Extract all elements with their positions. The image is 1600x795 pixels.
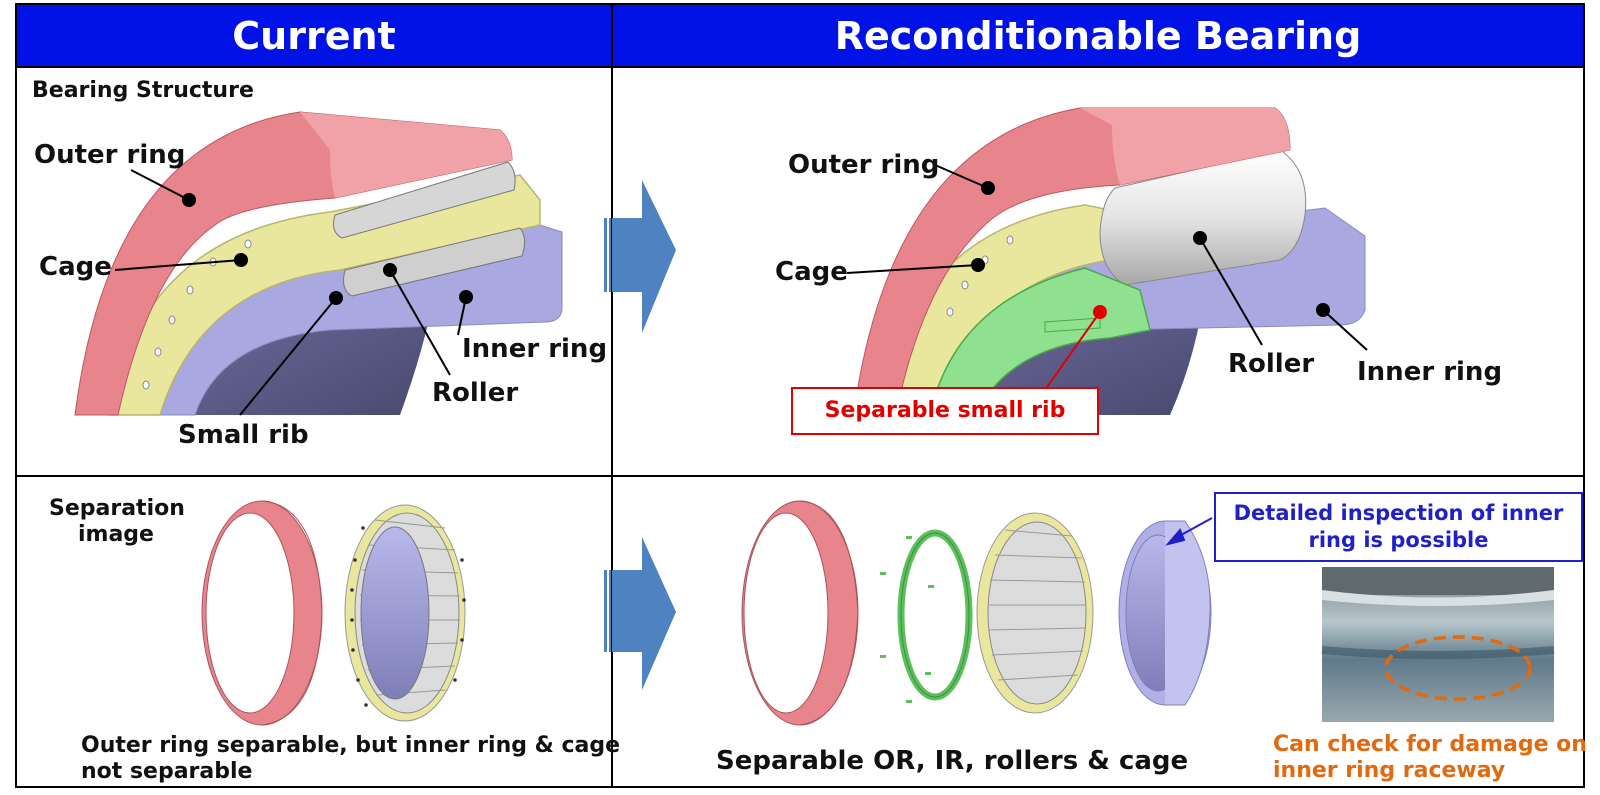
current-sep-outer-ring: [201, 500, 323, 726]
separation-image-label-line1: Separation: [49, 496, 185, 521]
current-outer-ring-label: Outer ring: [34, 140, 186, 170]
recond-roller: [1099, 149, 1307, 286]
arrow-top: [604, 180, 676, 333]
current-roller-lower: [343, 227, 526, 297]
current-inner-ring-label: Inner ring: [462, 334, 608, 364]
recond-sep-rib-ring: [880, 529, 973, 703]
current-sep-inner-cage-assembly: [344, 504, 466, 722]
recond-sep-outer-ring: [741, 500, 859, 726]
inspection-line1: Detailed inspection of inner: [1233, 501, 1564, 525]
recond-outer-ring-label: Outer ring: [788, 150, 940, 180]
current-caption-line2: not separable: [81, 759, 253, 784]
header-divider: [15, 66, 1585, 68]
current-roller-label: Roller: [432, 378, 519, 408]
damage-caption-line2: inner ring raceway: [1273, 758, 1506, 783]
current-bearing-illustration: [74, 111, 563, 416]
recond-bearing-illustration: [846, 107, 1368, 416]
recond-roller-label: Roller: [1228, 349, 1315, 379]
recond-cage-label: Cage: [775, 257, 848, 287]
diagram-frame: [15, 3, 1585, 788]
current-caption-line1: Outer ring separable, but inner ring & c…: [81, 733, 621, 758]
separable-small-rib-callout: Separable small rib: [791, 387, 1099, 435]
recond-sep-cage-rollers: [976, 512, 1094, 714]
recond-sep-inner-ring: [1118, 520, 1212, 706]
current-roller-upper: [333, 161, 516, 239]
row-divider: [15, 475, 1585, 477]
inspection-callout: Detailed inspection of inner ring is pos…: [1214, 492, 1583, 562]
current-cage-label: Cage: [39, 252, 112, 282]
recond-separable-caption: Separable OR, IR, rollers & cage: [716, 746, 1189, 776]
recond-separation-illustration: [741, 500, 1555, 726]
inspection-line2: ring is possible: [1308, 528, 1489, 552]
inner-ring-raceway-photo: [1321, 567, 1555, 722]
current-small-rib-label: Small rib: [178, 420, 309, 450]
bearing-structure-label: Bearing Structure: [32, 78, 254, 103]
recond-inner-ring-label: Inner ring: [1357, 357, 1503, 387]
damage-caption-line1: Can check for damage on: [1273, 732, 1587, 757]
header-current: Current: [17, 5, 611, 67]
current-separation-illustration: [201, 500, 466, 726]
separation-image-label-line2: image: [78, 522, 154, 547]
column-divider: [611, 3, 613, 788]
arrow-bottom: [604, 537, 676, 690]
header-reconditionable: Reconditionable Bearing: [613, 5, 1583, 67]
recond-separable-rib: [929, 267, 1151, 416]
